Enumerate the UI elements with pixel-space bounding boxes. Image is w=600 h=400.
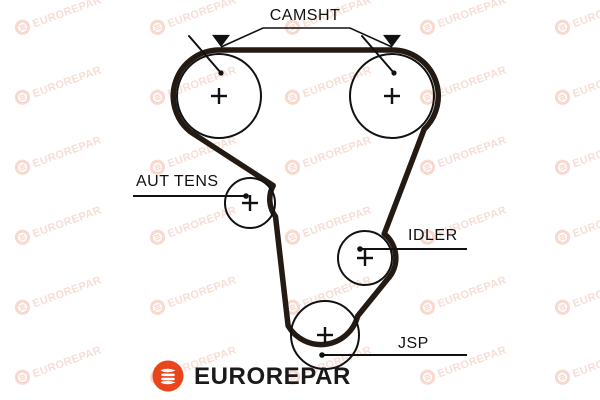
timing-belt-path <box>170 47 442 348</box>
timing-arrow-left-icon <box>212 34 230 47</box>
pulley-center-cross <box>211 88 227 104</box>
camshaft-bracket-group <box>212 27 401 48</box>
pulley-center-cross <box>317 327 333 343</box>
jsp-leader-dot <box>319 352 325 358</box>
pulley-crankshaft <box>290 300 360 370</box>
pulley-group <box>176 35 435 370</box>
camshaft-label: CAMSHT <box>270 7 341 24</box>
label-group: CAMSHT AUT TENS IDLER JSP <box>136 7 458 352</box>
pulley-idler <box>337 230 393 286</box>
timing-mark-line <box>361 35 395 74</box>
belt-group <box>170 47 442 348</box>
pulley-rim <box>349 53 435 139</box>
timing-mark-dot <box>218 70 224 76</box>
timing-mark-line <box>188 35 222 74</box>
tensioner-label: AUT TENS <box>136 173 219 190</box>
pulley-rim <box>290 300 360 370</box>
leader-line-group <box>133 193 467 358</box>
eurorepar-logo-text: EUROREPAR <box>194 363 351 390</box>
pulley-rim <box>224 177 276 229</box>
pulley-auto-tensioner <box>224 177 276 229</box>
jsp-label: JSP <box>398 335 429 352</box>
timing-mark-dot <box>391 70 397 76</box>
timing-arrow-right-icon <box>383 34 401 47</box>
idler-label: IDLER <box>408 227 458 244</box>
idler-leader-dot <box>357 246 363 252</box>
pulley-camshaft-left <box>176 35 262 139</box>
pulley-rim <box>337 230 393 286</box>
tensioner-leader-dot <box>243 193 249 199</box>
logo-e-glyph <box>160 368 176 385</box>
pulley-center-cross <box>357 250 373 266</box>
pulley-center-cross <box>384 88 400 104</box>
pulley-camshaft-right <box>349 35 435 139</box>
pulley-center-cross <box>242 195 258 211</box>
pulley-rim <box>176 53 262 139</box>
camshaft-bracket <box>220 27 393 48</box>
